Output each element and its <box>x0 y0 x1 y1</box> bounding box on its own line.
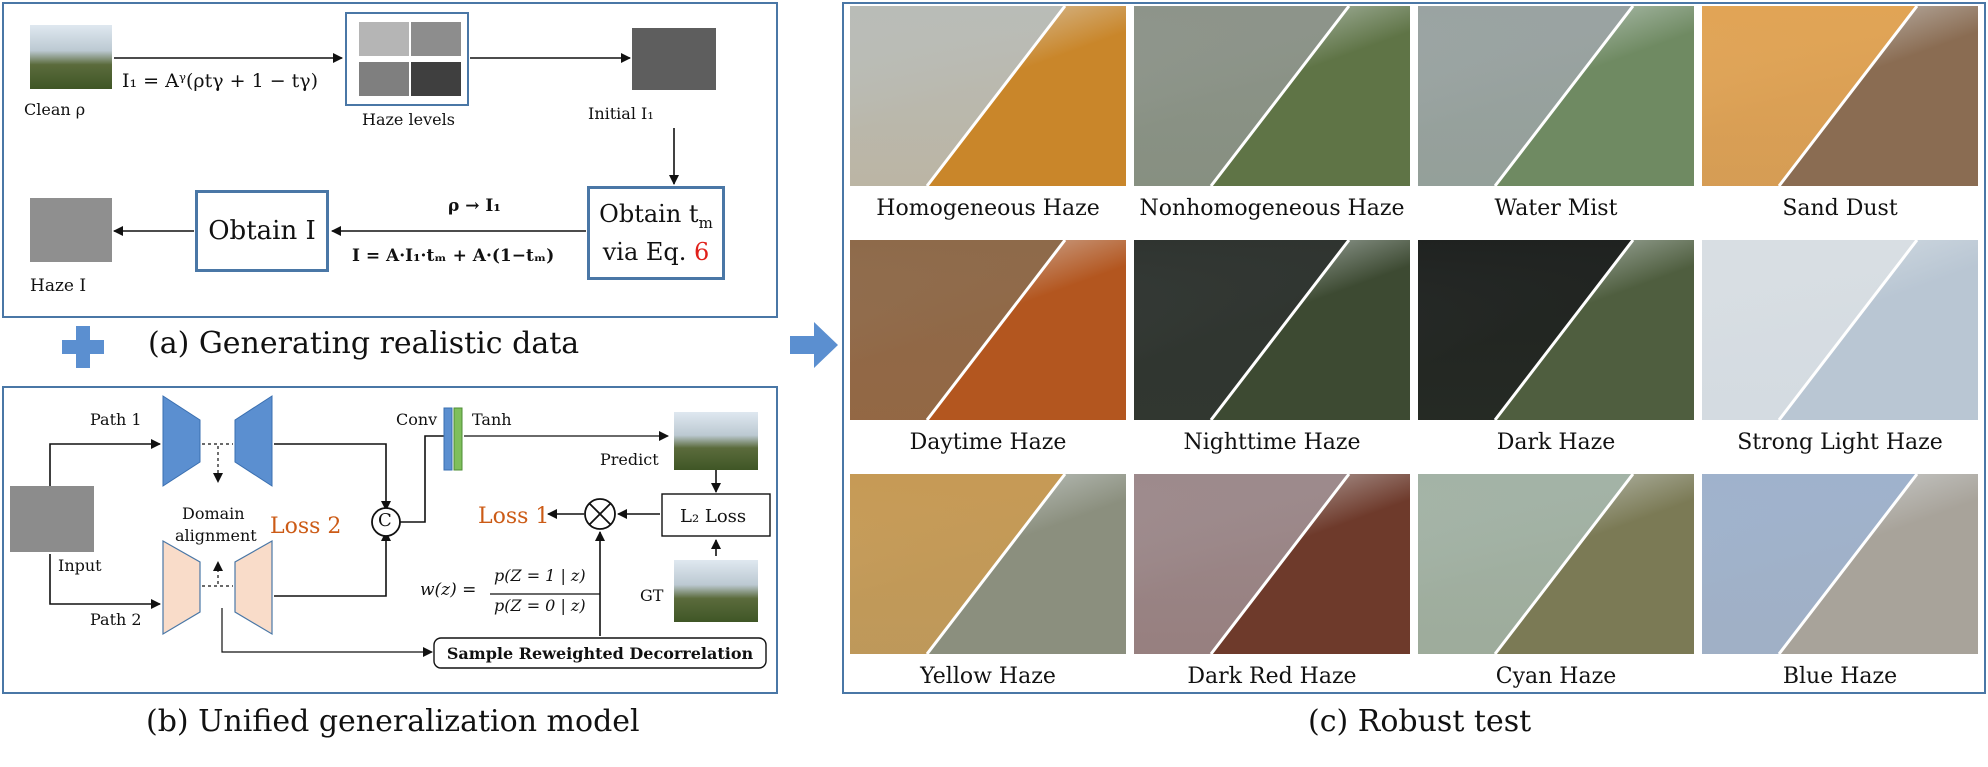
srd-label: Sample Reweighted Decorrelation <box>446 644 754 663</box>
clean-image <box>30 25 112 89</box>
predict-image <box>674 412 758 470</box>
tile-seam <box>1493 240 1635 420</box>
panel-a-arrows <box>113 53 679 236</box>
concat-symbol: C <box>378 510 392 531</box>
test-tile-label: Daytime Haze <box>909 430 1067 455</box>
eq-ref: 6 <box>694 238 710 267</box>
l2-loss-box <box>661 493 771 537</box>
initial-image <box>632 28 716 90</box>
arrow-label-bottom: I = A·I₁·tₘ + A·(1−tₘ) <box>352 246 555 266</box>
input-label: Input <box>58 556 102 575</box>
panel-b-diagram <box>49 395 771 669</box>
decoder-path2 <box>234 539 273 636</box>
haze-levels-box <box>345 12 469 106</box>
decoder-path1 <box>234 395 273 487</box>
test-tile-image <box>1418 474 1694 654</box>
path1-label: Path 1 <box>90 410 142 429</box>
conv-layer <box>443 407 453 471</box>
tile-seam <box>1777 240 1919 420</box>
arrow-label-top: ρ → I₁ <box>448 196 501 216</box>
tile-seam <box>1493 6 1635 186</box>
test-tile-label: Cyan Haze <box>1495 664 1617 689</box>
clean-label: Clean ρ <box>24 100 86 119</box>
loss2-label: Loss 2 <box>270 514 342 539</box>
weight-numerator: p(Z = 1 | z) <box>494 566 586 585</box>
l2-loss-label: L₂ Loss <box>680 506 747 527</box>
test-tile-label: Dark Haze <box>1496 430 1616 455</box>
obtain-i-box: Obtain I <box>195 190 329 272</box>
formula-i1: I₁ = Aᵞ(ρtγ + 1 − tγ) <box>122 70 319 92</box>
path2-label: Path 2 <box>90 610 142 629</box>
domain-alignment-line2: alignment <box>175 526 257 545</box>
obtain-tm-line2: via Eq. 6 <box>602 238 710 267</box>
test-tile-label: Homogeneous Haze <box>876 196 1100 221</box>
tanh-label: Tanh <box>472 410 512 429</box>
weight-lhs: w(z) = <box>420 580 477 600</box>
panel-c-frame <box>842 2 1986 694</box>
test-tile-image <box>1418 240 1694 420</box>
arrow-right-icon <box>790 322 838 368</box>
test-tile-image <box>850 474 1126 654</box>
encoder-path2 <box>162 539 201 636</box>
gt-image <box>674 560 758 622</box>
test-tile-label: Nonhomogeneous Haze <box>1139 196 1405 221</box>
test-tile-label: Sand Dust <box>1782 196 1898 221</box>
haze-level-4 <box>411 62 461 96</box>
haze-level-1 <box>359 22 409 56</box>
weight-denominator: p(Z = 0 | z) <box>494 596 586 615</box>
tile-seam <box>1493 474 1635 654</box>
panel-b-caption: (b) Unified generalization model <box>146 704 640 739</box>
encoder-path1 <box>162 395 201 487</box>
srd-box <box>433 637 767 669</box>
panel-b-frame <box>2 386 778 694</box>
plus-icon <box>62 326 104 368</box>
haze-output-image <box>30 198 112 262</box>
tile-seam <box>1209 474 1351 654</box>
haze-level-3 <box>359 62 409 96</box>
obtain-tm-box: Obtain tm via Eq. 6 <box>587 186 725 280</box>
haze-levels-label: Haze levels <box>362 110 455 129</box>
test-tile-label: Yellow Haze <box>920 664 1056 689</box>
panel-a-caption: (a) Generating realistic data <box>148 326 580 361</box>
tile-seam <box>1209 240 1351 420</box>
input-image <box>10 486 94 552</box>
tile-seam <box>925 240 1067 420</box>
tile-seam <box>1777 6 1919 186</box>
predict-label: Predict <box>600 450 659 469</box>
test-tile-label: Water Mist <box>1494 196 1618 221</box>
tile-seam <box>925 474 1067 654</box>
tanh-layer <box>453 407 463 471</box>
test-tile-image <box>1134 240 1410 420</box>
test-tile-label: Dark Red Haze <box>1187 664 1357 689</box>
test-tile-image <box>1702 6 1978 186</box>
test-tile-image <box>850 6 1126 186</box>
test-tile-image <box>1134 474 1410 654</box>
test-tile-image <box>1702 474 1978 654</box>
tile-seam <box>1209 6 1351 186</box>
tile-seam <box>1777 474 1919 654</box>
obtain-tm-line1: Obtain tm <box>599 199 713 232</box>
test-tile-label: Blue Haze <box>1782 664 1898 689</box>
test-tile-image <box>850 240 1126 420</box>
tile-seam <box>925 6 1067 186</box>
loss1-label: Loss 1 <box>478 504 550 529</box>
conv-label: Conv <box>396 410 438 429</box>
domain-alignment-line1: Domain <box>182 504 245 523</box>
test-tile-label: Nighttime Haze <box>1183 430 1361 455</box>
test-tile-image <box>1134 6 1410 186</box>
initial-label: Initial I₁ <box>588 104 654 123</box>
haze-output-label: Haze I <box>30 276 87 296</box>
panel-a-frame <box>2 2 778 318</box>
haze-level-2 <box>411 22 461 56</box>
panel-c-caption: (c) Robust test <box>1308 704 1532 739</box>
test-tile-image <box>1702 240 1978 420</box>
test-tile-label: Strong Light Haze <box>1737 430 1943 455</box>
test-tile-image <box>1418 6 1694 186</box>
gt-label: GT <box>640 586 664 605</box>
